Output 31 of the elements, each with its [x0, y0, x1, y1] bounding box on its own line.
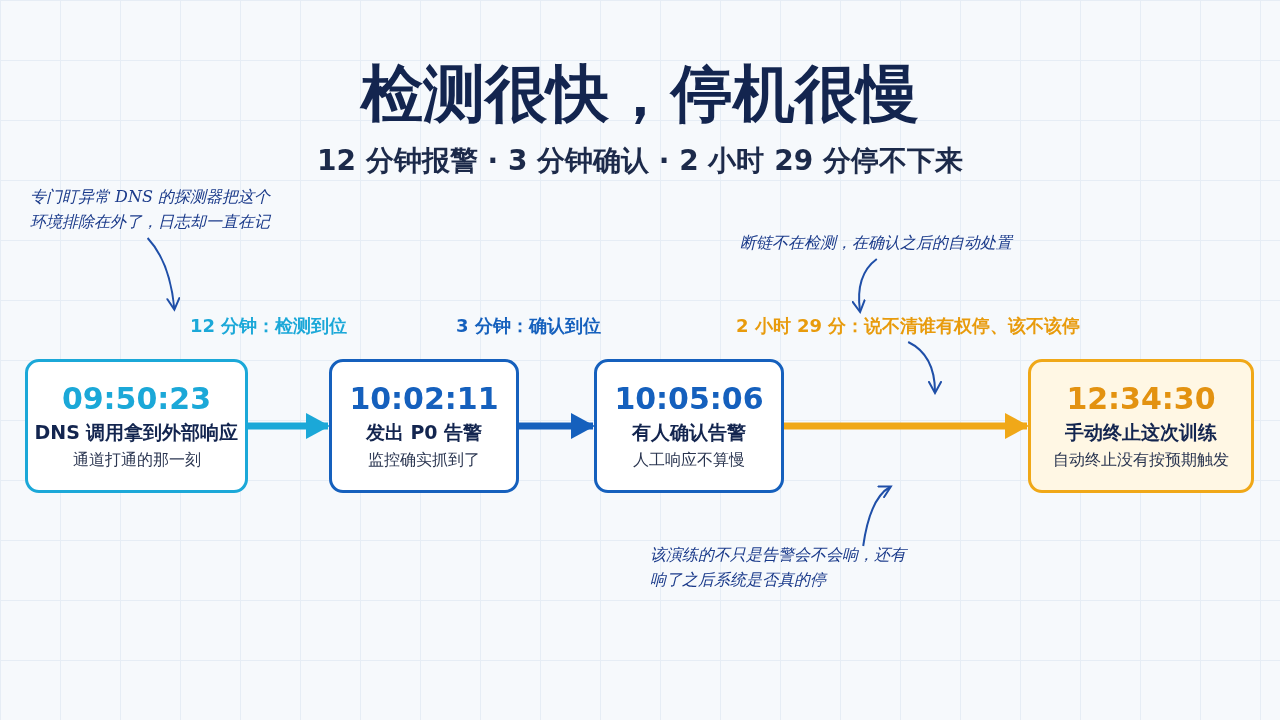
event-title: 有人确认告警 — [632, 420, 746, 445]
event-title: 发出 P0 告警 — [365, 420, 483, 445]
event-title: 手动终止这次训练 — [1065, 420, 1217, 445]
timestamp: 10:05:06 — [614, 381, 764, 416]
annotation-note: 该演练的不只是告警会不会响，还有响了之后系统是否真的停 — [650, 542, 910, 592]
arrow — [248, 413, 330, 439]
leader-line — [862, 485, 892, 547]
arrow — [784, 413, 1029, 439]
event-subtitle: 人工响应不算慢 — [633, 450, 745, 471]
timestamp: 09:50:23 — [61, 381, 212, 416]
phase-label: 3 分钟：确认到位 — [456, 314, 601, 338]
timestamp: 10:02:11 — [349, 381, 499, 416]
annotation-note: 专门盯异常 DNS 的探测器把这个环境排除在外了，日志却一直在记 — [30, 184, 275, 234]
event-box — [594, 359, 784, 493]
arrow — [519, 413, 595, 439]
leader-line — [851, 258, 878, 313]
event-subtitle: 通道打通的那一刻 — [72, 450, 201, 471]
annotation-note: 断链不在检测，在确认之后的自动处置 — [740, 230, 1100, 255]
event-box — [25, 359, 248, 493]
event-subtitle: 监控确实抓到了 — [368, 450, 480, 471]
subtitle: 12 分钟报警 · 3 分钟确认 · 2 小时 29 分停不下来 — [316, 143, 964, 179]
timestamp: 12:34:30 — [1066, 381, 1216, 416]
title: 检测很快，停机很慢 — [359, 56, 920, 132]
event-subtitle: 自动终止没有按预期触发 — [1053, 450, 1229, 471]
event-box — [1028, 359, 1254, 493]
event-title: DNS 调用拿到外部响应 — [34, 420, 239, 445]
leader-line — [907, 341, 942, 394]
phase-label: 12 分钟：检测到位 — [190, 314, 348, 338]
leader-line — [146, 237, 181, 311]
event-box — [329, 359, 519, 493]
phase-label: 2 小时 29 分：说不清谁有权停、该不该停 — [736, 314, 1081, 338]
